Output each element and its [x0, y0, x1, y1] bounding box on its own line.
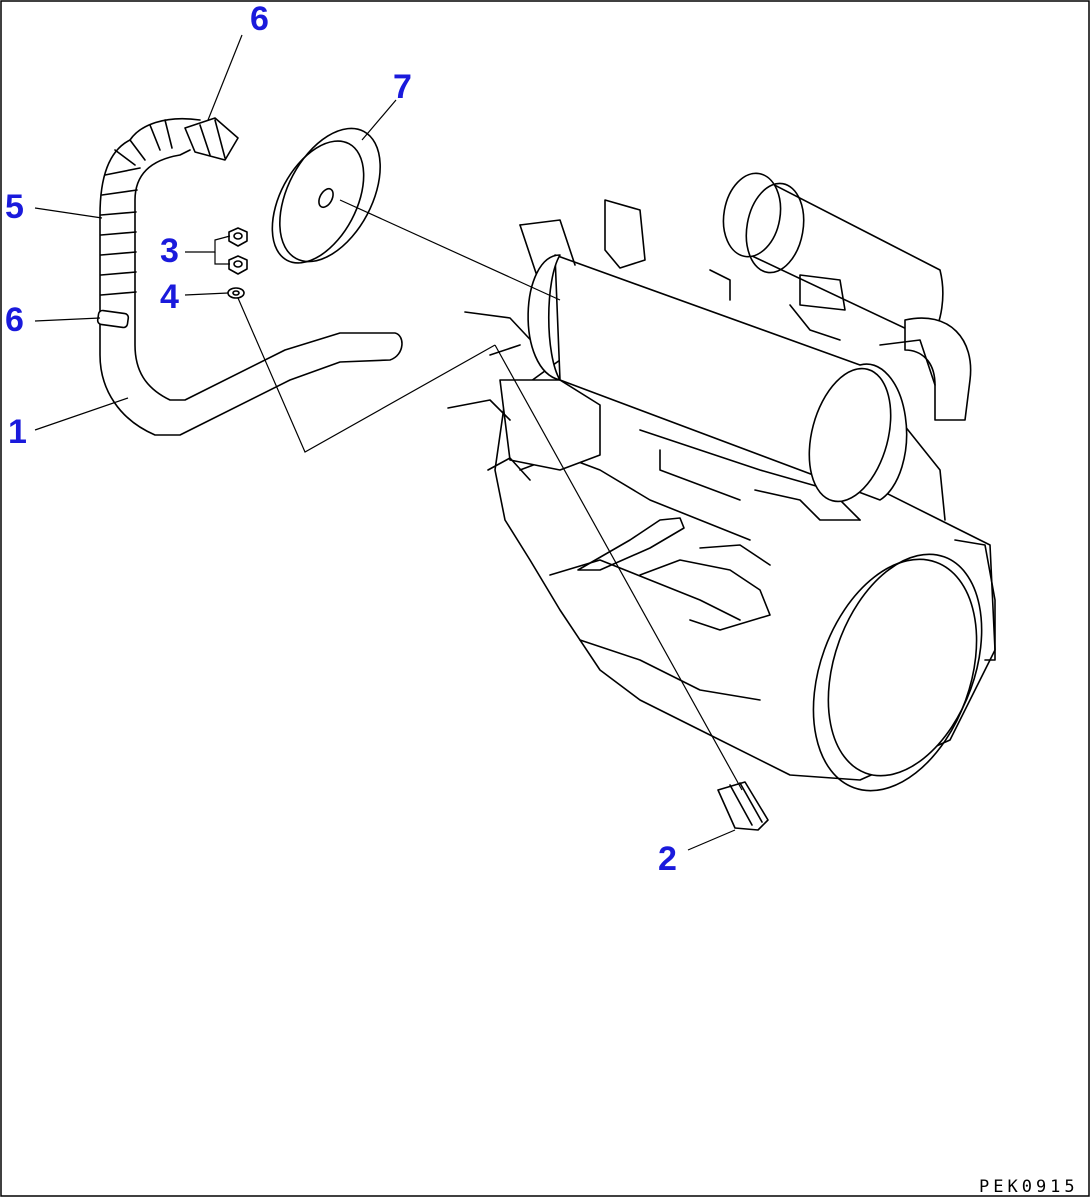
washer-part-4 — [227, 287, 245, 299]
callout-6-top: 6 — [250, 0, 269, 38]
callout-1: 1 — [8, 413, 27, 451]
callout-3: 3 — [160, 232, 179, 270]
clip-part-2 — [717, 781, 769, 831]
callout-2: 2 — [658, 840, 677, 878]
engine-assembly — [447, 172, 996, 792]
drawing-code: PEK0915 — [979, 1177, 1079, 1197]
nuts-part-3 — [228, 227, 248, 275]
plate-part-7 — [271, 127, 381, 264]
callout-5: 5 — [5, 188, 24, 226]
hose-assembly — [96, 117, 403, 436]
callout-6-left: 6 — [5, 301, 24, 339]
callout-7: 7 — [393, 68, 412, 106]
leader-lines — [34, 34, 743, 851]
callout-4: 4 — [160, 278, 179, 316]
